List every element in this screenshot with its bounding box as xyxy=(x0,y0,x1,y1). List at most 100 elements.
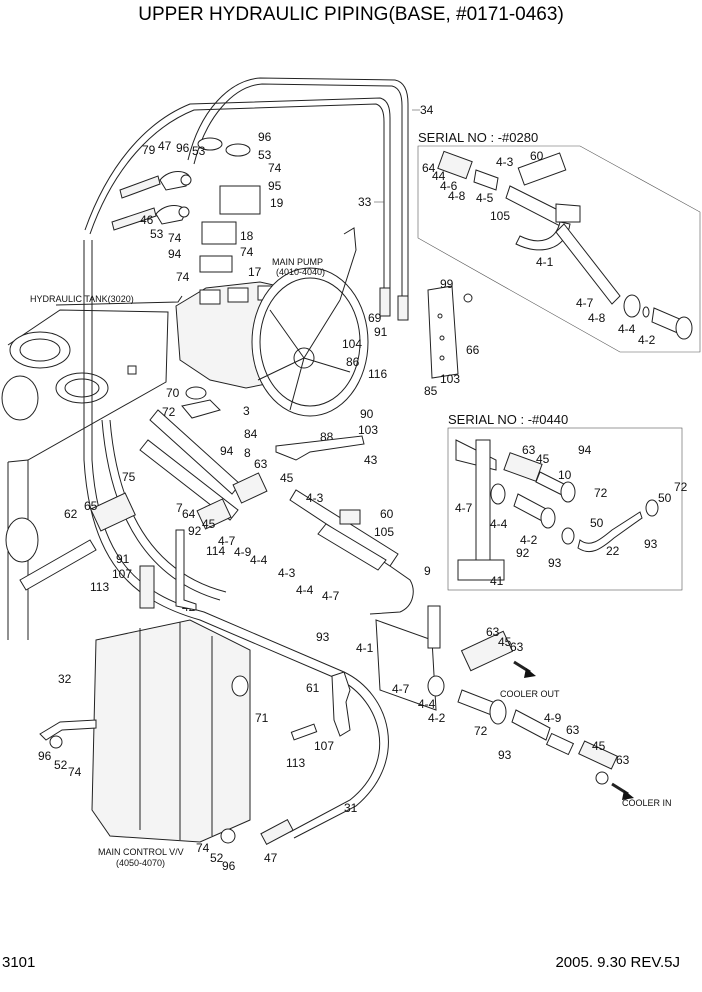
callout: 66 xyxy=(466,343,480,357)
callout: 4-4 xyxy=(418,697,436,711)
hydraulic-tank xyxy=(1,295,183,640)
callout: 69 xyxy=(368,311,382,325)
callout: 116 xyxy=(368,367,387,381)
callout: 90 xyxy=(360,407,374,421)
callout: 4-8 xyxy=(448,189,466,203)
callout: 72 xyxy=(674,480,688,494)
callout: 62 xyxy=(64,507,78,521)
callout: 74 xyxy=(168,231,182,245)
callout: 74 xyxy=(196,841,210,855)
callout: 72 xyxy=(474,724,488,738)
callout: 33 xyxy=(358,195,372,209)
callout: 47 xyxy=(264,851,278,865)
callout: 19 xyxy=(270,196,284,210)
callout: 107 xyxy=(112,567,132,581)
callout: 4-5 xyxy=(476,191,494,205)
callout: 45 xyxy=(498,635,512,649)
page-number: 3101 xyxy=(2,954,36,971)
callout: 4-1 xyxy=(356,641,374,655)
callout: 18 xyxy=(240,229,254,243)
control-valve-model: (4050-4070) xyxy=(116,858,165,868)
callout: 10 xyxy=(558,468,572,482)
callout: 34 xyxy=(420,103,434,117)
callout: 72 xyxy=(162,405,176,419)
cooler-out-label: COOLER OUT xyxy=(500,689,560,699)
main-pump xyxy=(175,227,369,417)
callout: 4-9 xyxy=(234,545,252,559)
callout: 31 xyxy=(344,801,358,815)
inset-serial-0280 xyxy=(417,145,701,353)
top-valve-block xyxy=(111,137,261,273)
hose-34 xyxy=(84,77,409,321)
inset-title: SERIAL NO : -#0440 xyxy=(448,412,568,427)
callout: 74 xyxy=(176,270,190,284)
callout: 94 xyxy=(578,443,592,457)
callout: 63 xyxy=(566,723,580,737)
callout: 113 xyxy=(286,756,305,770)
main-pump-model: (4010-4040) xyxy=(276,267,325,277)
callout: 63 xyxy=(616,753,630,767)
cooler-out-fitting xyxy=(427,630,551,741)
callout: 60 xyxy=(530,149,544,163)
callout: 4-4 xyxy=(618,322,636,336)
callout: 4-4 xyxy=(250,553,268,567)
callout: 86 xyxy=(346,355,360,369)
callout: 74 xyxy=(268,161,282,175)
callout: 70 xyxy=(166,386,180,400)
callout: 63 xyxy=(254,457,268,471)
callout: 63 xyxy=(510,640,524,654)
callout: 92 xyxy=(188,524,202,538)
callout: 114 xyxy=(206,544,225,558)
callout: 71 xyxy=(255,711,269,725)
callout: 61 xyxy=(306,681,320,695)
callout: 50 xyxy=(590,516,604,530)
callout: 95 xyxy=(268,179,282,193)
middle-pipes xyxy=(19,409,441,711)
callout: 45 xyxy=(202,517,216,531)
callout: 93 xyxy=(644,537,658,551)
control-valve-label: MAIN CONTROL V/V xyxy=(98,847,184,857)
callout: 96 xyxy=(258,130,272,144)
callout: 63 xyxy=(522,443,536,457)
callout: 93 xyxy=(548,556,562,570)
callout: 94 xyxy=(168,247,182,261)
callout: 107 xyxy=(314,739,334,753)
callout: 105 xyxy=(374,525,394,539)
callout: 17 xyxy=(248,265,262,279)
callout: 93 xyxy=(498,748,512,762)
callout: 4-7 xyxy=(455,501,473,515)
cooler-in-fitting xyxy=(545,732,634,800)
callout: 96 xyxy=(222,859,236,873)
main-control-valve xyxy=(39,619,251,844)
callout: 32 xyxy=(58,672,72,686)
callout: 4-2 xyxy=(520,533,538,547)
callout: 4-9 xyxy=(544,711,562,725)
callout: 22 xyxy=(606,544,620,558)
callout: 4-1 xyxy=(536,255,554,269)
callout: 4-2 xyxy=(428,711,446,725)
callout: 4-3 xyxy=(306,491,324,505)
callout: 64 xyxy=(182,507,196,521)
inset-title: SERIAL NO : -#0280 xyxy=(418,130,538,145)
callout: 53 xyxy=(150,227,164,241)
hydraulic-tank-label: HYDRAULIC TANK(3020) xyxy=(30,294,134,304)
callout: 103 xyxy=(358,423,378,437)
callout: 9 xyxy=(424,564,431,578)
callout: 4-7 xyxy=(322,589,340,603)
callout: 4-7 xyxy=(218,534,236,548)
callout: 44 xyxy=(432,169,446,183)
callout: 3 xyxy=(243,404,250,418)
cooler-in-label: COOLER IN xyxy=(622,798,672,808)
callout: 43 xyxy=(364,453,378,467)
callout: 41 xyxy=(490,574,504,588)
callout: 113 xyxy=(90,580,109,594)
callout: 79 xyxy=(142,143,156,157)
callout: 4-7 xyxy=(392,682,410,696)
callout: 64 xyxy=(422,161,436,175)
callout: 104 xyxy=(342,337,362,351)
callout: 105 xyxy=(490,209,510,223)
callout: 4-4 xyxy=(490,517,508,531)
callout: 45 xyxy=(536,452,550,466)
callout: 99 xyxy=(440,277,454,291)
